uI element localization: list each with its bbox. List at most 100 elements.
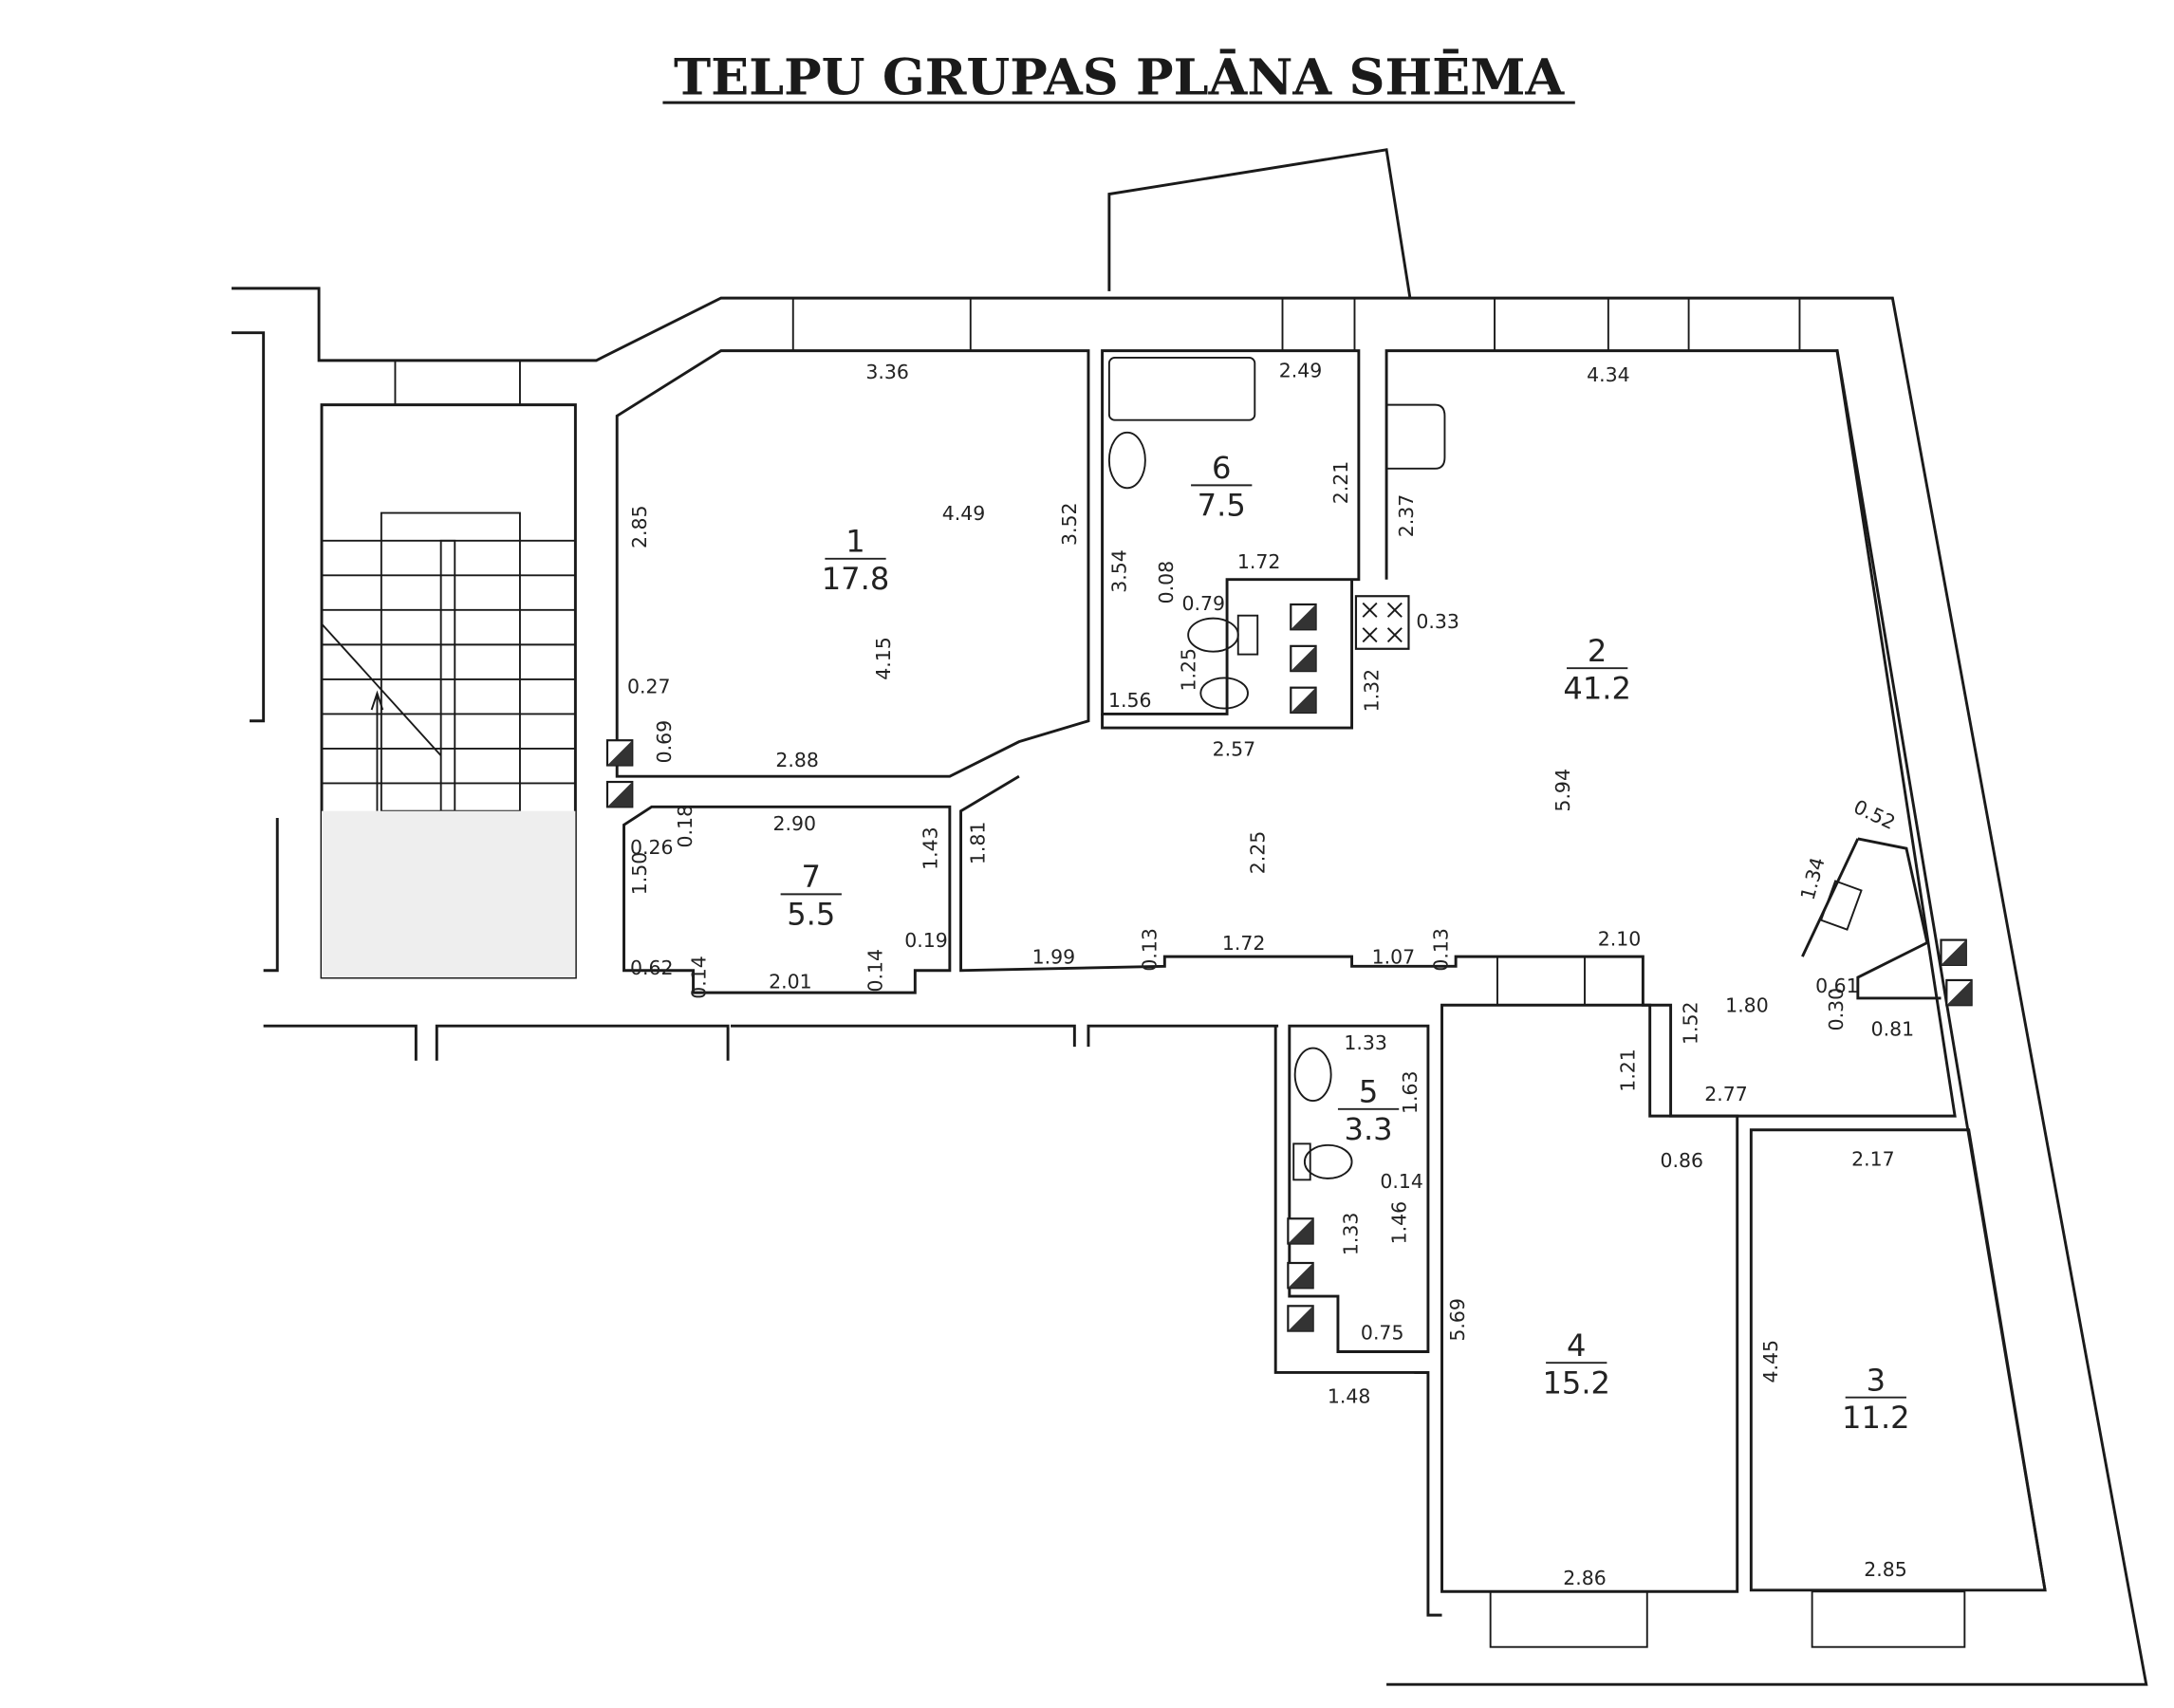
dimension-label: 2.90 [772, 812, 816, 835]
ventilation-shaft-icon [1287, 1217, 1314, 1245]
dimension-label: 0.27 [627, 676, 671, 698]
dimension-label: 0.26 [630, 836, 674, 859]
dimension-label: 1.33 [1339, 1213, 1362, 1256]
dimension-label: 0.81 [1871, 1017, 1915, 1040]
dimension-label: 0.18 [674, 805, 697, 848]
dimension-label: 0.79 [1181, 592, 1225, 615]
dimension-label: 1.63 [1399, 1071, 1421, 1115]
room-area: 7.5 [1198, 488, 1246, 524]
room-area: 5.5 [787, 897, 835, 933]
ventilation-shaft-icon [1940, 938, 1967, 966]
dimension-label: 1.81 [966, 822, 989, 865]
room-area: 41.2 [1563, 670, 1631, 706]
room-number: 7 [802, 859, 821, 895]
room-area: 3.3 [1345, 1111, 1393, 1147]
dimension-label: 1.99 [1032, 945, 1076, 968]
dimension-label: 0.69 [653, 720, 676, 764]
dimension-label: 0.14 [688, 956, 711, 999]
ventilation-shaft-icon [1287, 1261, 1314, 1290]
dimension-label: 1.25 [1177, 648, 1199, 692]
dimension-label: 2.21 [1329, 461, 1352, 505]
dimension-label: 1.80 [1725, 994, 1769, 1017]
dimension-label: 1.34 [1796, 855, 1830, 902]
room-number: 2 [1588, 633, 1607, 669]
dimension-label: 2.77 [1704, 1083, 1748, 1105]
room-label-2: 241.2 [1563, 633, 1631, 706]
dimension-label: 0.86 [1661, 1149, 1704, 1172]
room-number: 3 [1867, 1362, 1886, 1398]
dimension-label: 1.48 [1328, 1385, 1371, 1408]
room-label-6: 67.5 [1191, 450, 1253, 524]
room-6-outline [1101, 349, 1361, 715]
dimension-label: 2.85 [628, 505, 651, 548]
dimension-label: 0.62 [630, 956, 674, 979]
dimension-label: 1.43 [920, 826, 942, 870]
dimension-label: 1.33 [1344, 1031, 1387, 1054]
walls [232, 148, 2148, 1686]
dimension-label: 1.50 [628, 852, 651, 896]
dimension-label: 4.15 [872, 637, 895, 680]
room-7-outline [622, 805, 952, 994]
dimension-label: 2.86 [1563, 1567, 1607, 1589]
dimension-label: 2.85 [1864, 1558, 1907, 1581]
dimension-label: 1.32 [1360, 669, 1383, 713]
room-1-outline [615, 349, 1090, 778]
dimension-label: 0.14 [1380, 1170, 1423, 1193]
room-number: 5 [1359, 1074, 1378, 1110]
title-block: TELPU GRUPAS PLĀNA SHĒMA [662, 48, 1575, 106]
dimension-label: 0.33 [1416, 610, 1459, 633]
dimension-label: 1.72 [1237, 550, 1281, 573]
dimension-label: 3.52 [1058, 503, 1081, 547]
dimension-label: 2.88 [775, 749, 819, 771]
dimension-label: 3.36 [865, 361, 909, 383]
room-labels: 117.8 67.5 241.2 75.5 53.3 415.2 311.2 [780, 450, 1910, 1436]
dimension-label: 0.14 [864, 949, 886, 993]
room-area: 15.2 [1542, 1365, 1610, 1401]
dimension-label: 0.52 [1850, 795, 1899, 834]
room-2-outline [959, 349, 1957, 1118]
dimension-label: 5.94 [1552, 769, 1574, 812]
ventilation-shafts [605, 603, 1973, 1332]
ventilation-shaft-icon [1290, 644, 1317, 673]
dimension-label: 0.13 [1139, 928, 1161, 972]
dimension-label: 0.61 [1815, 975, 1859, 997]
room-number: 1 [845, 523, 864, 559]
dimension-label: 1.72 [1222, 932, 1266, 955]
dimension-label: 1.07 [1372, 945, 1416, 968]
room-3-outline [1749, 1128, 2047, 1592]
dimension-label: 2.01 [769, 971, 812, 993]
ventilation-shaft-icon [1287, 1305, 1314, 1332]
room-label-5: 53.3 [1337, 1074, 1400, 1147]
dimension-label: 2.57 [1213, 737, 1256, 760]
ventilation-shaft-icon [1290, 686, 1317, 715]
dimension-label: 1.52 [1679, 1001, 1701, 1045]
ventilation-shaft-icon [1290, 603, 1317, 631]
dimension-label: 5.69 [1446, 1298, 1469, 1342]
dimension-label: 1.46 [1388, 1201, 1411, 1245]
plan-title: TELPU GRUPAS PLĀNA SHĒMA [674, 48, 1565, 106]
dimension-label: 4.34 [1587, 363, 1630, 386]
room-label-7: 75.5 [780, 859, 842, 933]
room-number: 6 [1212, 450, 1231, 486]
ventilation-shaft-icon [1945, 978, 1973, 1007]
ventilation-shaft-icon [605, 739, 634, 767]
dimension-label: 0.19 [904, 929, 948, 952]
dimension-label: 1.21 [1617, 1049, 1640, 1092]
dimension-label: 0.08 [1155, 561, 1178, 604]
dimension-label: 2.37 [1395, 494, 1418, 538]
dimension-label: 3.54 [1107, 549, 1130, 593]
dimension-label: 0.75 [1361, 1321, 1404, 1344]
room-label-3: 311.2 [1842, 1362, 1910, 1435]
dimension-label: 4.45 [1759, 1340, 1782, 1383]
room-area: 11.2 [1842, 1400, 1910, 1436]
stair-steps [321, 539, 576, 812]
blurred-area [322, 810, 576, 978]
dimension-label: 2.10 [1598, 927, 1642, 950]
dimension-label: 1.56 [1108, 689, 1152, 712]
room-area: 17.8 [822, 561, 890, 597]
room-label-1: 117.8 [822, 523, 890, 596]
room-number: 4 [1567, 1327, 1586, 1364]
room-label-4: 415.2 [1542, 1327, 1610, 1401]
dimension-label: 2.17 [1851, 1148, 1895, 1171]
